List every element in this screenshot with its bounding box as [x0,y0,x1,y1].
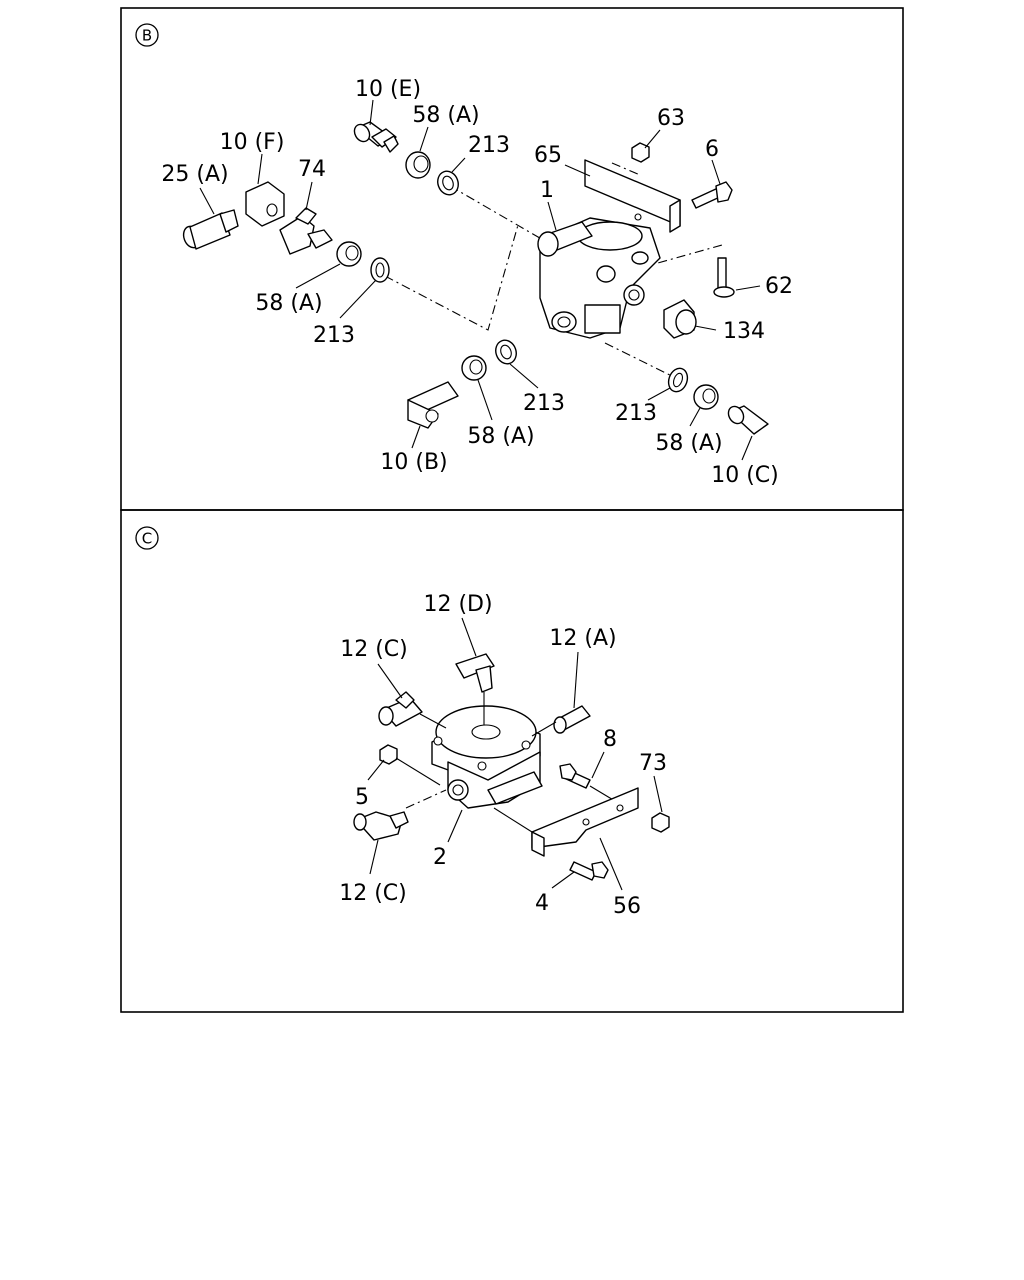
view-badge-b-letter: B [142,27,152,45]
callout-10b: 10 (B) [380,450,447,475]
callout-10e: 10 (E) [355,77,421,102]
callout-10c: 10 (C) [711,463,779,488]
part-10b [407,381,459,449]
part-74 [279,181,333,255]
part-58a-mid [461,355,493,421]
view-badge-b: B [135,23,159,47]
part-63-nut [631,129,661,163]
part-65-bracket [564,159,681,233]
panel-c: C [120,509,904,1013]
callout-58a-left: 58 (A) [255,291,322,316]
dash-line-10e [449,185,546,242]
callout-5: 5 [355,785,369,810]
part-6-bolt [691,159,733,209]
dash-line-12c-bottom [405,789,447,809]
part-12c-top [377,663,447,729]
callout-4: 4 [535,891,549,916]
part-2-relay-valve [431,705,543,843]
part-213-right [647,367,689,401]
dash-line-right-port [604,342,681,381]
callout-213-left: 213 [313,323,355,348]
part-10c [727,405,769,461]
callout-63: 63 [657,106,685,131]
callout-58a-mid: 58 (A) [467,424,534,449]
callout-134: 134 [723,319,765,344]
callout-12c-bottom: 12 (C) [339,881,407,906]
part-4-bolt [551,861,609,889]
part-8-bolt [559,751,621,805]
part-213-left [339,257,390,319]
panel-b: B [120,7,904,511]
part-73-nut [651,775,670,833]
part-134-plug [663,299,717,339]
callout-8: 8 [603,727,617,752]
callout-10f: 10 (F) [220,130,285,155]
part-56-bracket [493,787,639,891]
callout-6: 6 [705,137,719,162]
part-12c-bottom [353,811,409,875]
part-12a [531,651,591,737]
dash-line-left-port [384,224,519,331]
part-213-mid [495,339,539,389]
part-1-valve-body [537,201,661,339]
part-12d [455,617,495,725]
callout-2: 2 [433,845,447,870]
callout-213-top: 213 [468,133,510,158]
panel-c-frame [120,509,904,1013]
callout-12c-top: 12 (C) [340,637,408,662]
callout-74: 74 [298,157,326,182]
callout-12a: 12 (A) [549,626,616,651]
part-58a-left [295,241,362,289]
callouts-c: 12 (D) 12 (C) 12 (A) 8 73 5 2 12 (C) 4 5… [339,592,667,919]
part-10e [353,99,399,153]
callout-73: 73 [639,751,667,776]
part-58a-right [689,384,719,427]
part-213-top [437,157,466,196]
callout-58a-right: 58 (A) [655,431,722,456]
part-58a-top [405,126,431,179]
callouts-b: 10 (E) 58 (A) 213 63 65 6 10 (F) 74 25 (… [161,77,793,488]
dash-line-nut-63 [611,162,641,176]
callout-25a: 25 (A) [161,162,228,187]
part-25a [182,187,239,250]
part-10f [245,153,285,227]
callout-56: 56 [613,894,641,919]
callout-213-right: 213 [615,401,657,426]
part-5-nut [367,744,441,786]
assembly-lines-c [405,789,447,809]
callout-12d: 12 (D) [423,592,492,617]
callout-213-mid: 213 [523,391,565,416]
callout-1: 1 [540,178,554,203]
part-62-bolt [713,257,761,298]
view-badge-c-letter: C [142,530,152,548]
callout-58a-top: 58 (A) [412,103,479,128]
callout-65: 65 [534,143,562,168]
callout-62: 62 [765,274,793,299]
view-badge-c: C [135,526,159,550]
